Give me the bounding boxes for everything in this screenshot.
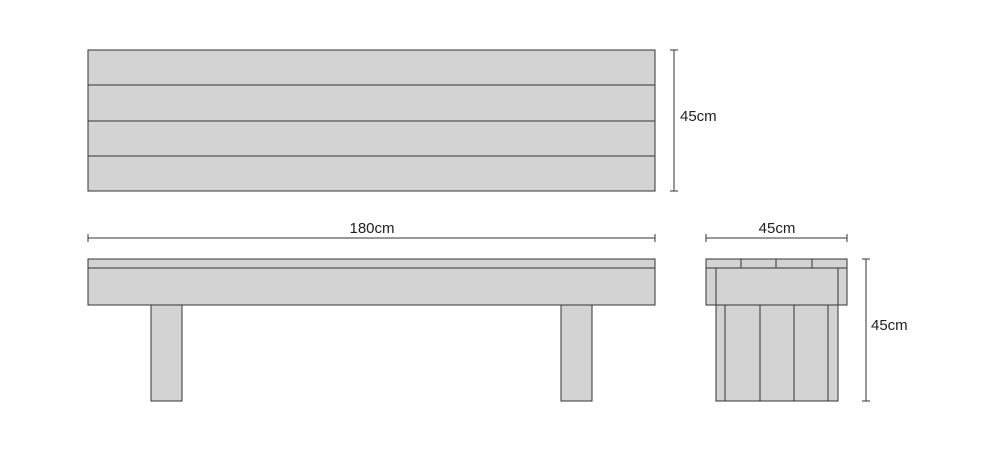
length-dimension-label: 180cm [349, 220, 394, 237]
side-view-plank-end-2 [740, 258, 777, 269]
side-view-leg-slat-5 [827, 304, 839, 402]
depth-dimension-label: 45cm [680, 108, 717, 125]
side-view-plank-end-3 [775, 258, 813, 269]
side-view-plank-end-4 [811, 258, 848, 269]
front-view-leg-right [560, 304, 593, 402]
width-dimension-label: 45cm [759, 220, 796, 237]
front-view-length-dimension: 180cm [87, 220, 656, 242]
top-view: 45cm [87, 49, 717, 192]
side-view-leg-slat-1 [715, 304, 726, 402]
side-view-width-dimension: 45cm [705, 220, 848, 242]
side-view-apron-end [715, 267, 839, 306]
side-view-height-dimension: 45cm [862, 258, 908, 402]
side-view-seat-side-left [705, 267, 717, 306]
side-view-leg-slat-4 [793, 304, 829, 402]
top-view-plank-1 [87, 49, 656, 86]
front-view-leg-left [150, 304, 183, 402]
side-view-leg-slat-3 [759, 304, 795, 402]
side-view: 45cm 45cm [705, 220, 908, 402]
front-view-seat-top-edge [87, 258, 656, 269]
front-view-seat-apron [87, 267, 656, 306]
side-view-seat-side-right [837, 267, 848, 306]
top-view-plank-4 [87, 155, 656, 192]
side-view-plank-end-1 [705, 258, 742, 269]
height-dimension-label: 45cm [871, 317, 908, 334]
top-view-plank-2 [87, 84, 656, 122]
top-view-plank-3 [87, 120, 656, 157]
front-view: 180cm [87, 220, 656, 402]
top-view-depth-dimension: 45cm [670, 49, 717, 192]
side-view-leg-slat-2 [724, 304, 761, 402]
